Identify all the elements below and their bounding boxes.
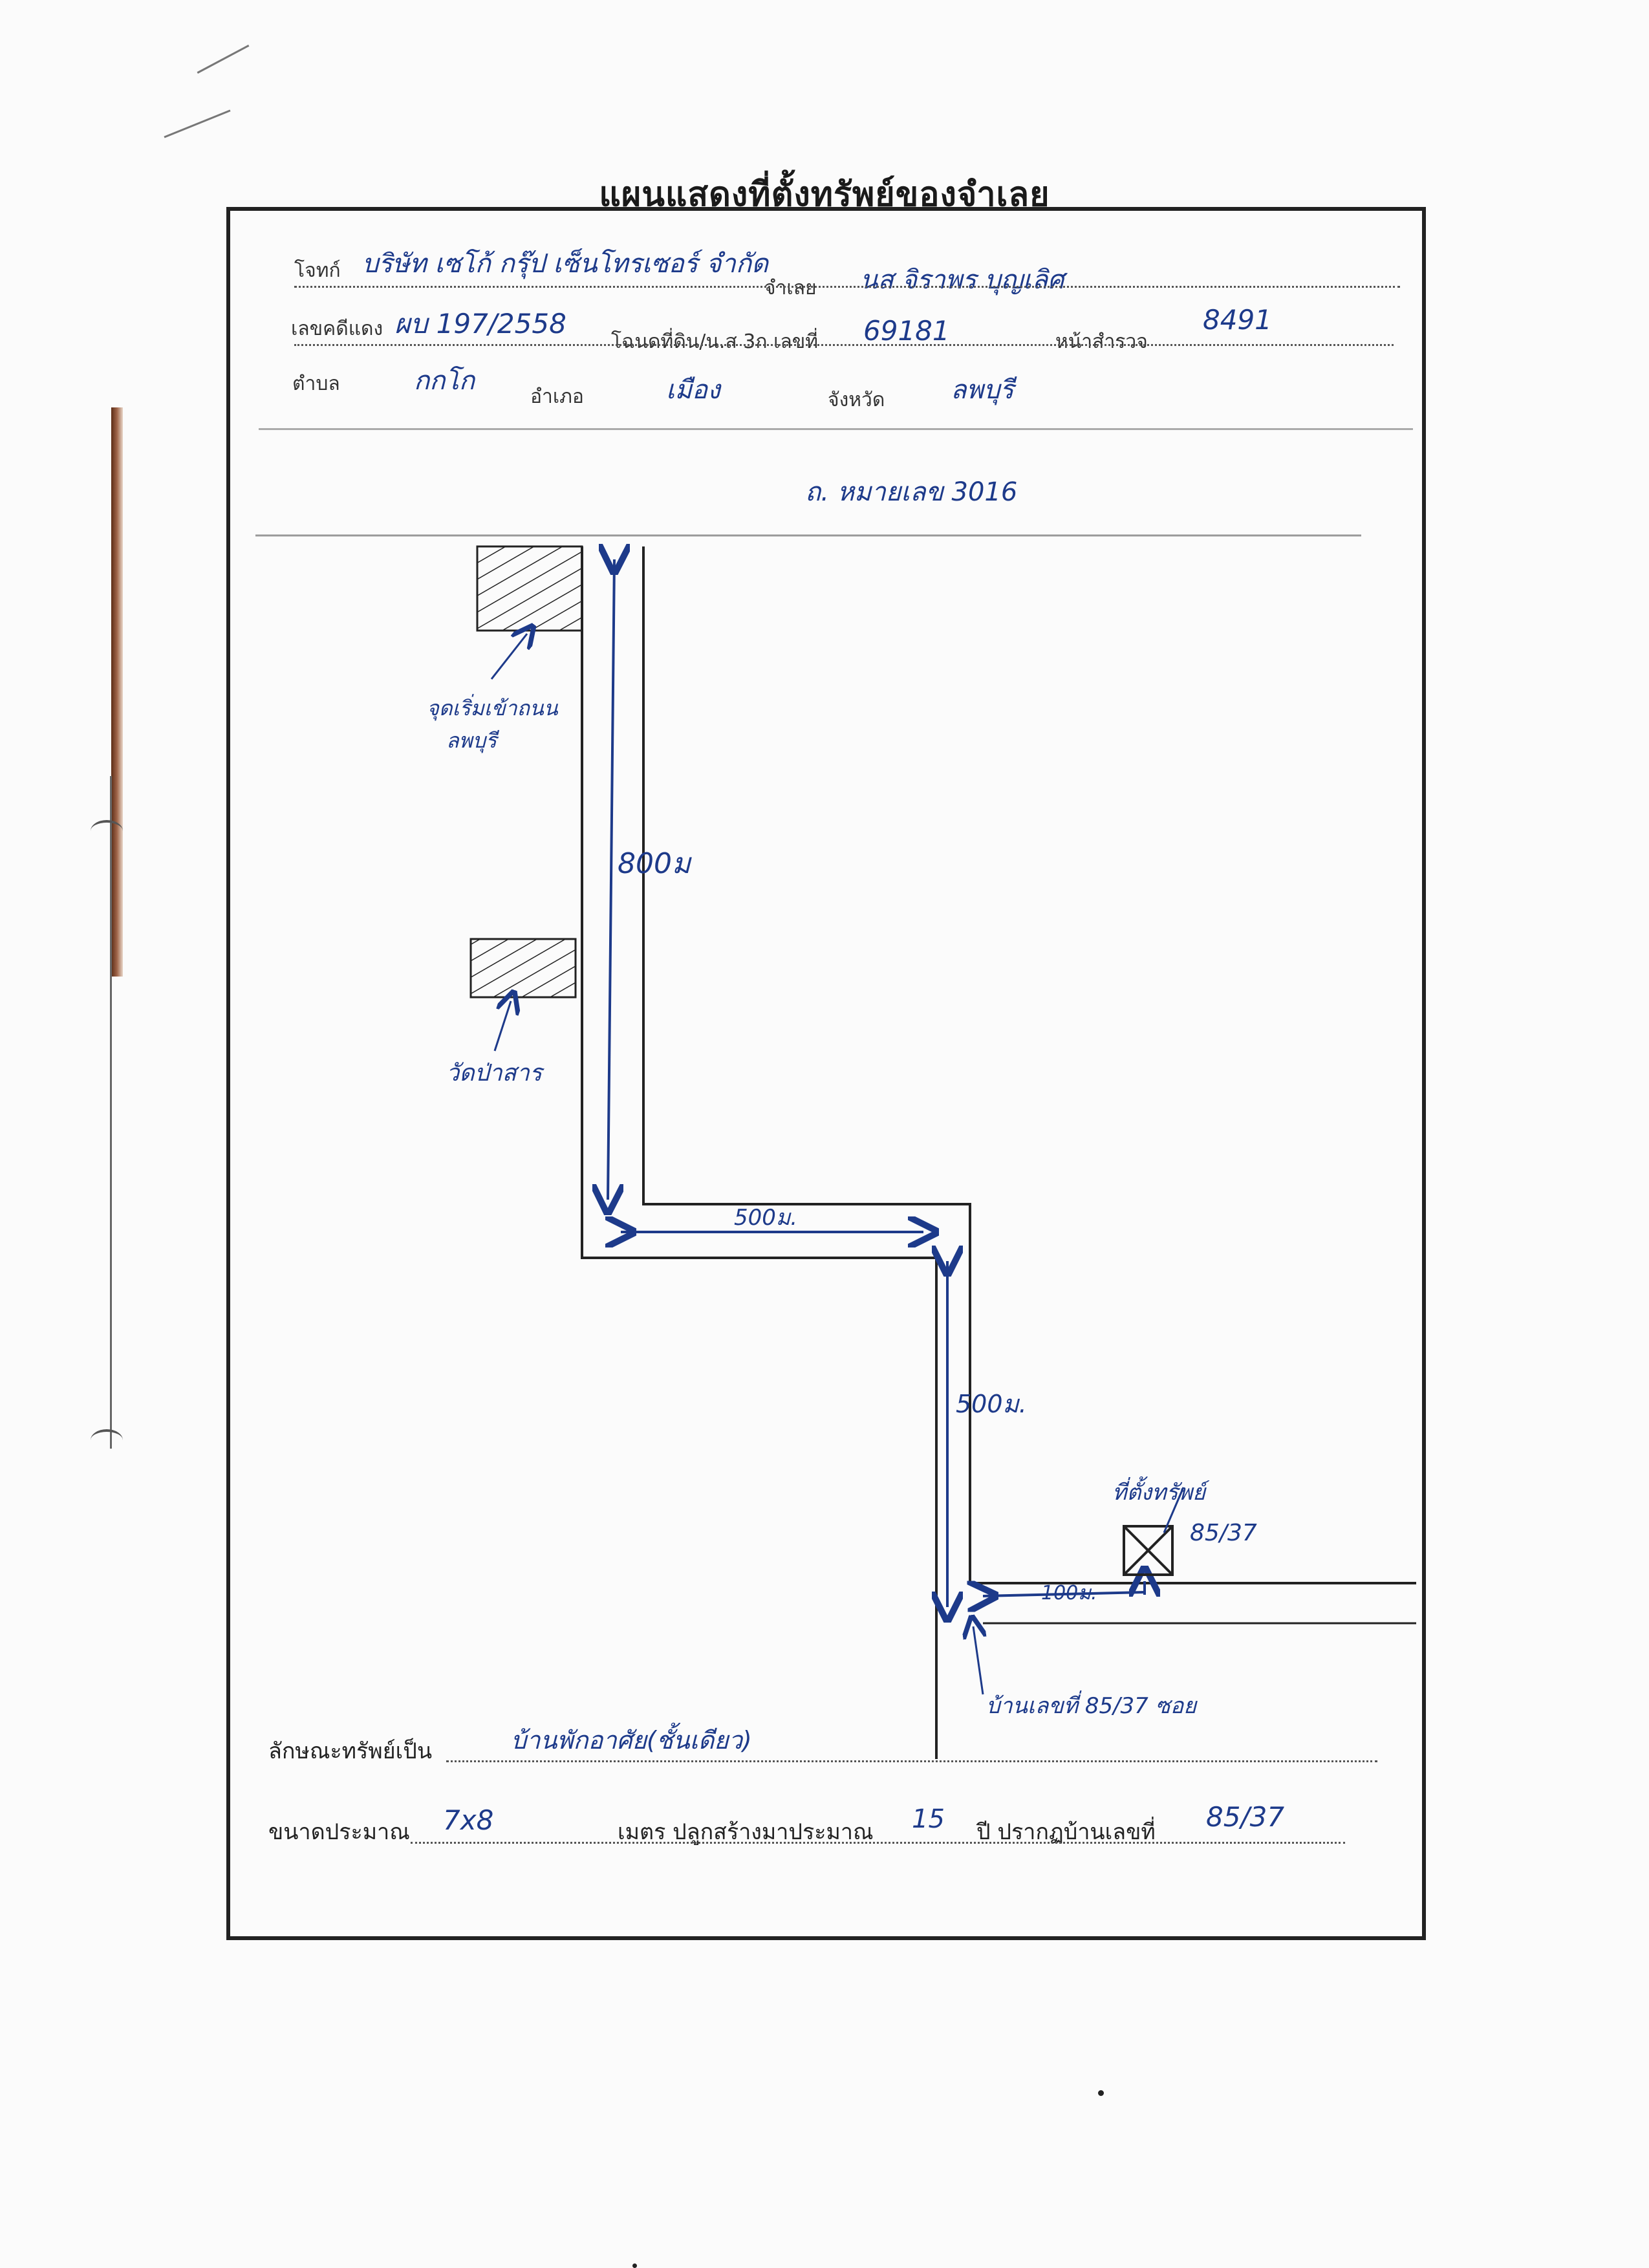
landmark-temple-hatch [469, 938, 577, 999]
defendant-label: จำเลย [764, 277, 817, 299]
header-divider [259, 428, 1413, 430]
plaintiff-label: โจทก์ [294, 259, 341, 282]
road-left-edge [581, 546, 938, 1759]
survey-label: หน้าสำรวจ [1055, 330, 1148, 353]
subdistrict-label: ตำบล [292, 373, 340, 395]
header-row-1-line [294, 286, 1400, 288]
built-label: เมตร ปลูกสร้างมาประมาณ [618, 1819, 874, 1845]
landmark-top-hatch [476, 545, 583, 632]
distance-horizontal: 500ม. [734, 1205, 798, 1231]
scan-binder-mark-2 [91, 1429, 123, 1451]
landmark-top-label-line1: จุดเริ่มเข้าถนน [427, 696, 558, 720]
province-value: ลพบุรี [951, 375, 1014, 405]
subdistrict-value: กกโก [414, 366, 475, 396]
arrow-vertical-1 [608, 559, 614, 1200]
scan-speck [1098, 2090, 1104, 2096]
target-property-box [1123, 1525, 1174, 1576]
scan-binder-mark-1 [91, 820, 123, 842]
survey-value: 8491 [1203, 304, 1272, 336]
scan-edge-line [110, 776, 112, 1449]
district-label: อำเภอ [530, 385, 584, 408]
distance-vertical-1: 800ม [618, 847, 691, 880]
scan-speck-2 [632, 2263, 637, 2268]
landmark-top-label-line2: ลพบุรี [446, 728, 497, 753]
neighbor-label: บ้านเลขที่ 85/37 ซอย [986, 1693, 1197, 1719]
distance-final: 100ม. [1041, 1582, 1097, 1604]
header-row-2-line [294, 344, 1394, 346]
case-label: เลขคดีแดง [291, 318, 383, 340]
deed-label: โฉนดที่ดิน/น.ส 3ก เลขที่ [611, 330, 819, 353]
size-line [411, 1842, 1345, 1844]
size-value: 7x8 [443, 1804, 494, 1836]
defendant-value: นส จิราพร บุญเลิศ [860, 265, 1064, 295]
arrow-final [983, 1592, 1145, 1596]
property-type-value: บ้านพักอาศัย(ชั้นเดียว) [511, 1726, 752, 1755]
district-value: เมือง [666, 375, 720, 405]
road-right-edge [642, 546, 1416, 1584]
house-no-label: ปี ปรากฏบ้านเลขที่ [976, 1819, 1156, 1845]
target-leader [1163, 1487, 1185, 1533]
province-label: จังหวัด [828, 389, 885, 411]
property-type-line [446, 1760, 1377, 1762]
neighbor-leader [973, 1626, 983, 1695]
built-value: 15 [912, 1804, 945, 1834]
size-label: ขนาดประมาณ [268, 1819, 410, 1845]
distance-vertical-2: 500ม. [956, 1390, 1027, 1418]
plaintiff-value: บริษัท เซโก้ กรุ๊ป เซ็นโทรเซอร์ จำกัด [362, 249, 769, 279]
target-label: ที่ตั้งทรัพย์ [1112, 1480, 1206, 1506]
deed-value: 69181 [863, 315, 950, 347]
landmark-temple-label: วัดป่าสาร [446, 1060, 543, 1086]
house-no-value: 85/37 [1206, 1801, 1285, 1833]
house-number-label: 85/37 [1190, 1520, 1257, 1546]
map-frame [226, 207, 1426, 1940]
landmark-top-leader [490, 634, 527, 680]
case-value: ผบ 197/2558 [394, 308, 566, 340]
landmark-temple-leader [493, 1001, 511, 1052]
property-type-label: ลักษณะทรัพย์เป็น [268, 1738, 433, 1764]
highway-label: ถ. หมายเลข 3016 [805, 477, 1018, 507]
